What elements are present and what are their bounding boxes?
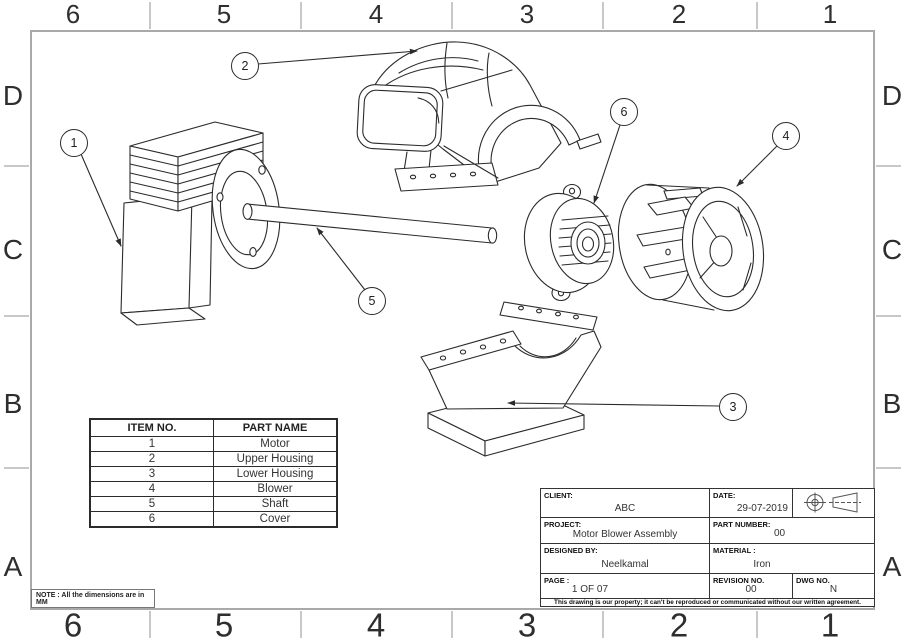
designed-by-cell: DESIGNED BY: Neelkamal (541, 544, 710, 573)
title-block: CLIENT: ABC DATE: 29-07-2019 PROJECT: (540, 488, 875, 607)
dwg-no-cell: DWG NO. N (793, 574, 874, 598)
table-row: 2 Upper Housing (89, 451, 338, 467)
client-value: ABC (614, 503, 636, 514)
parts-table-header-item-no: ITEM NO. (89, 418, 214, 437)
table-row: 4 Blower (89, 481, 338, 497)
item-no-cell: 5 (89, 496, 214, 512)
part-name-cell: Shaft (213, 496, 338, 512)
material-label: MATERIAL : (713, 546, 756, 555)
motor-part-drawing (120, 121, 281, 326)
zone-col-label-bottom: 3 (517, 606, 537, 644)
project-label: PROJECT: (544, 520, 582, 529)
zone-col-label-bottom: 1 (820, 606, 840, 644)
title-block-row: CLIENT: ABC DATE: 29-07-2019 (541, 489, 874, 518)
zone-col-label-bottom: 5 (214, 606, 234, 644)
table-row: 5 Shaft (89, 496, 338, 512)
page-value: 1 OF 07 (571, 584, 609, 595)
third-angle-projection-icon (804, 492, 861, 513)
zone-col-label-top: 3 (519, 0, 535, 29)
item-no-cell: 2 (89, 451, 214, 467)
title-block-row: DESIGNED BY: Neelkamal MATERIAL : Iron (541, 544, 874, 574)
sheet-border-frame (30, 30, 875, 610)
item-no-cell: 4 (89, 481, 214, 497)
table-row: 1 Motor (89, 436, 338, 452)
page-cell: PAGE : 1 OF 07 (541, 574, 710, 598)
balloon-4: 4 (772, 122, 800, 150)
date-cell: DATE: 29-07-2019 (710, 489, 793, 517)
table-row: 6 Cover (89, 511, 338, 528)
item-no-cell: 3 (89, 466, 214, 482)
material-value: Iron (753, 559, 771, 570)
table-row: 3 Lower Housing (89, 466, 338, 482)
revision-label: REVISION NO. (713, 576, 765, 585)
part-name-cell: Motor (213, 436, 338, 452)
zone-col-label-top: 6 (65, 0, 81, 29)
cover-part-drawing (523, 183, 615, 302)
dimensions-note: NOTE : All the dimensions are in MM (31, 589, 155, 608)
zone-row-label-right: A (882, 551, 902, 582)
upper-housing-part-drawing (356, 41, 602, 192)
material-cell: MATERIAL : Iron (710, 544, 874, 573)
part-name-cell: Lower Housing (213, 466, 338, 482)
zone-row-label-right: B (882, 388, 902, 419)
project-cell: PROJECT: Motor Blower Assembly (541, 518, 710, 543)
part-name-cell: Cover (213, 511, 338, 528)
part-number-label: PART NUMBER: (713, 520, 771, 529)
dwg-no-label: DWG NO. (796, 576, 830, 585)
part-number-value: 00 (774, 528, 786, 539)
balloon-2: 2 (231, 52, 259, 80)
item-no-cell: 1 (89, 436, 214, 452)
designed-by-value: Neelkamal (601, 559, 649, 570)
disclaimer-text: This drawing is our property; it can't b… (554, 599, 861, 606)
revision-value: 00 (745, 584, 757, 595)
parts-table-header-part-name: PART NAME (213, 418, 338, 437)
item-no-cell: 6 (89, 511, 214, 528)
project-value: Motor Blower Assembly (572, 529, 678, 540)
client-cell: CLIENT: ABC (541, 489, 710, 517)
parts-table-header-row: ITEM NO. PART NAME (89, 418, 338, 437)
title-block-row: PAGE : 1 OF 07 REVISION NO. 00 DWG NO. N (541, 574, 874, 599)
part-name-cell: Upper Housing (213, 451, 338, 467)
client-label: CLIENT: (544, 491, 573, 500)
date-label: DATE: (713, 491, 736, 500)
balloon-leader-lines (80, 48, 778, 407)
parts-table: ITEM NO. PART NAME 1 Motor 2 Upper Housi… (89, 418, 338, 528)
zone-row-label-left: B (3, 388, 23, 419)
balloon-3: 3 (719, 393, 747, 421)
zone-row-label-left: C (2, 234, 24, 265)
part-number-cell: PART NUMBER: 00 (710, 518, 874, 543)
zone-row-label-left: A (3, 551, 23, 582)
designed-by-label: DESIGNED BY: (544, 546, 598, 555)
zone-row-label-right: C (881, 234, 903, 265)
revision-cell: REVISION NO. 00 (710, 574, 793, 598)
zone-row-label-right: D (881, 80, 903, 111)
shaft-part-drawing (242, 203, 498, 244)
zone-col-label-bottom: 2 (669, 606, 689, 644)
blower-part-drawing (617, 183, 765, 312)
lower-housing-part-drawing (420, 301, 602, 457)
dwg-no-value: N (829, 584, 838, 595)
balloon-1: 1 (60, 129, 88, 157)
balloon-5: 5 (358, 287, 386, 315)
zone-col-label-top: 4 (368, 0, 384, 29)
balloon-6: 6 (610, 98, 638, 126)
zone-col-label-bottom: 4 (366, 606, 386, 644)
zone-col-label-bottom: 6 (63, 606, 83, 644)
zone-col-label-top: 2 (671, 0, 687, 29)
page-label: PAGE : (544, 576, 570, 585)
part-name-cell: Blower (213, 481, 338, 497)
projection-symbol-cell (793, 489, 874, 517)
zone-tick-marks (4, 2, 901, 638)
date-value: 29-07-2019 (736, 503, 788, 514)
zone-col-label-top: 5 (216, 0, 232, 29)
zone-row-label-left: D (2, 80, 24, 111)
title-block-row: PROJECT: Motor Blower Assembly PART NUMB… (541, 518, 874, 544)
zone-col-label-top: 1 (822, 0, 838, 29)
